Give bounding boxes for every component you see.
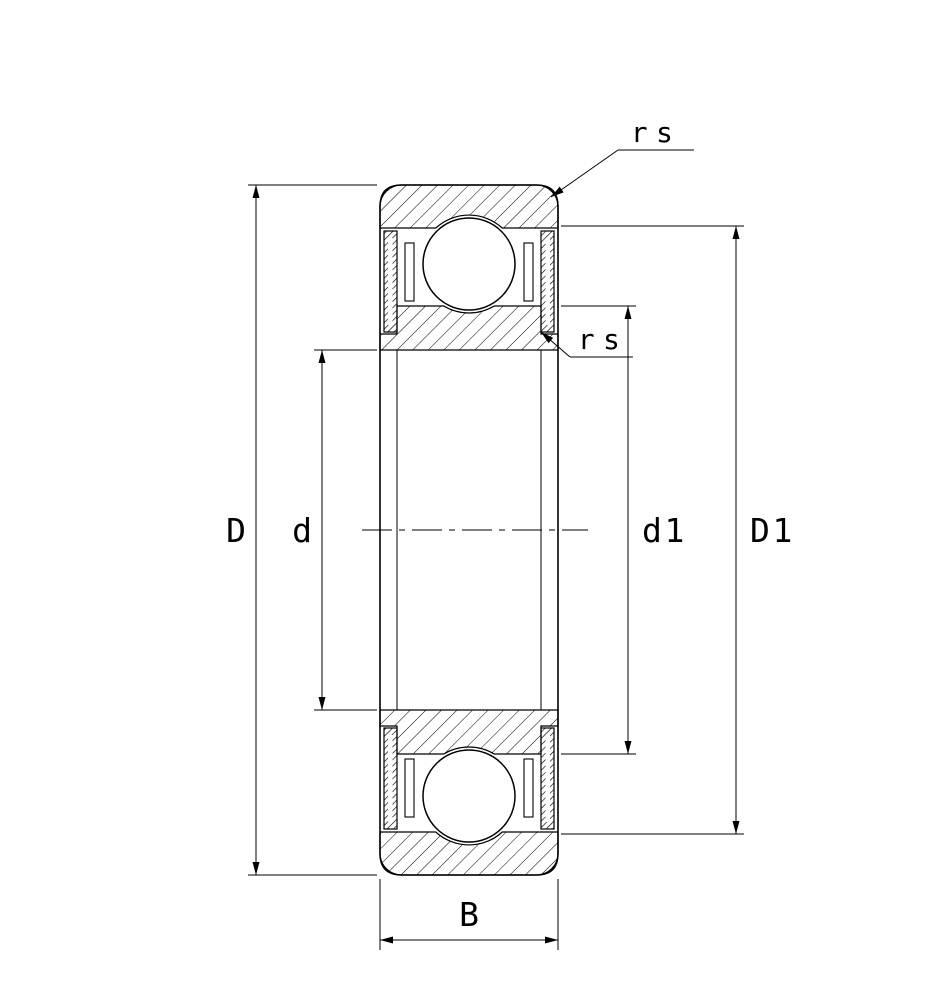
dimension-D: D <box>226 184 377 876</box>
label-B: B <box>459 895 479 934</box>
label-d1: d1 <box>642 511 687 550</box>
bearing-body <box>362 184 588 876</box>
callout-rs-inner: rs <box>540 323 633 358</box>
outer-ring-section-top <box>379 184 559 229</box>
callout-rs-top: rs <box>550 116 694 198</box>
dimension-d: d <box>292 349 377 711</box>
ball-top <box>422 217 516 311</box>
label-D1: D1 <box>750 511 795 550</box>
cage-top-left <box>404 242 415 302</box>
cage-top-right <box>523 242 534 302</box>
shield-top-right <box>540 230 555 333</box>
cage-bottom-right <box>523 758 534 818</box>
dimension-D1: D1 <box>561 225 795 835</box>
outer-ring-section-bottom <box>379 831 559 876</box>
label-rs-inner: rs <box>578 323 629 356</box>
inner-ring-section-top <box>379 305 559 351</box>
shield-bottom-right <box>540 727 555 830</box>
label-rs-top: rs <box>631 116 682 149</box>
cage-bottom-left <box>404 758 415 818</box>
label-D: D <box>226 511 246 550</box>
shield-top-left <box>383 230 398 333</box>
inner-ring-section-bottom <box>379 709 559 755</box>
ball-bottom <box>422 749 516 843</box>
dimension-d1: d1 <box>561 305 687 755</box>
shield-bottom-left <box>383 727 398 830</box>
dimensions: D d d1 D1 B <box>226 116 795 950</box>
dimension-B: B <box>379 879 559 950</box>
label-d: d <box>292 511 312 550</box>
